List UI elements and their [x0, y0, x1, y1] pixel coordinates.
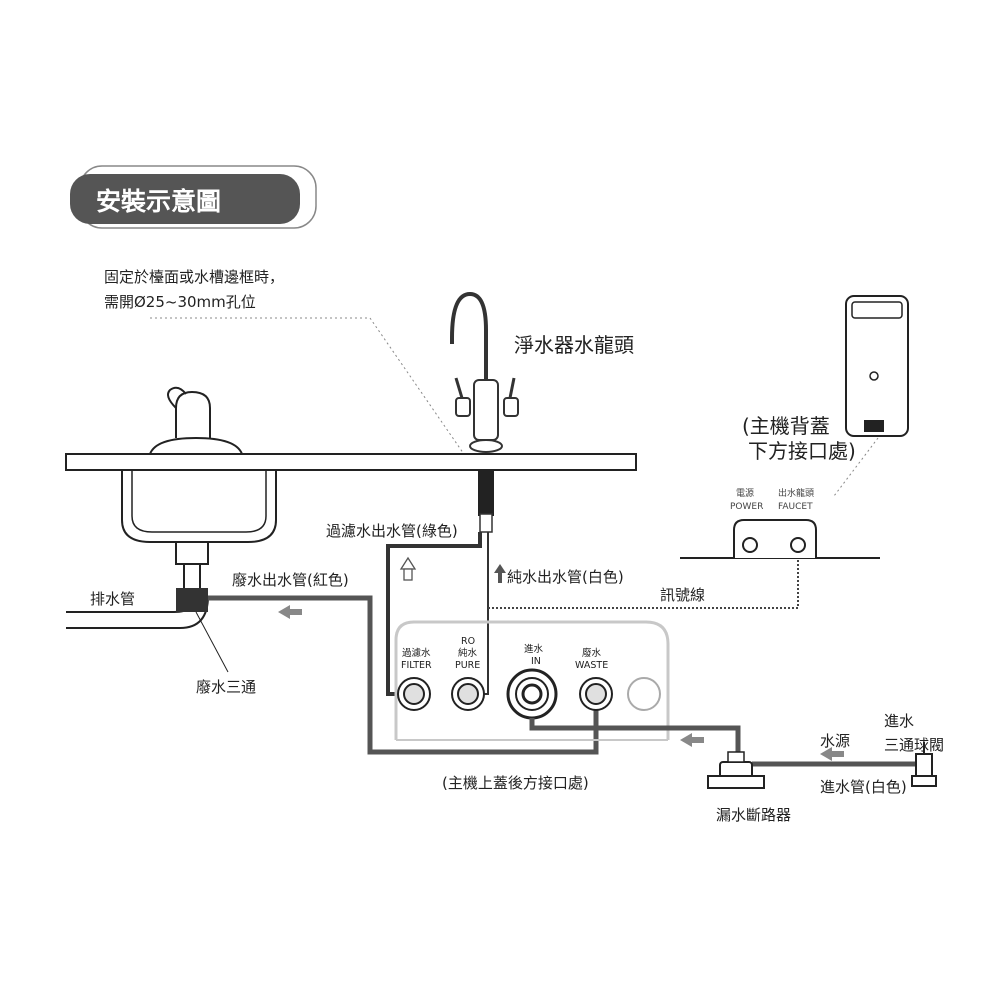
signal-line: [488, 548, 799, 609]
purifier-faucet: [450, 291, 519, 453]
main-unit-illustration: [845, 295, 909, 437]
filter-flow-arrow: [399, 556, 417, 581]
port-filter-en: FILTER: [401, 660, 432, 671]
port-in-en: IN: [531, 656, 541, 667]
page-title: 安裝示意圖: [96, 187, 221, 216]
top-cover-note: (主機上蓋後方接口處): [442, 774, 589, 792]
inlet-flow-arrow-2: [820, 747, 844, 761]
mounting-note-line1: 固定於檯面或水槽邊框時，: [104, 268, 284, 286]
port-filter-connector: [397, 677, 431, 711]
mounting-note-line2: 需開Ø25~30mm孔位: [104, 293, 256, 311]
port-extra-connector: [627, 677, 661, 711]
title-badge: 安裝示意圖: [70, 165, 317, 229]
faucet-label: 淨水器水龍頭: [514, 333, 634, 357]
port-housing: [394, 620, 670, 740]
faucet-shank: [478, 470, 494, 516]
filter-pipe-label: 過濾水出水管(綠色): [326, 522, 458, 540]
main-unit-back-panel: [680, 519, 880, 559]
port-filter-zh: 過濾水: [402, 647, 431, 659]
port-in-connector: [506, 668, 558, 720]
port-waste-en: WASTE: [575, 660, 608, 671]
back-cover-note-line2: 下方接口處): [748, 439, 856, 463]
waste-flow-arrow: [278, 605, 302, 619]
back-cover-leader: [833, 437, 879, 497]
port-pure-en: PURE: [455, 660, 480, 671]
sink-basin: [121, 470, 277, 591]
ball-valve-label-line2: 三通球閥: [884, 736, 944, 754]
port-waste-zh: 廢水: [582, 647, 602, 659]
power-port-zh: 電源: [736, 488, 754, 499]
waste-tee-label: 廢水三通: [196, 678, 256, 696]
sink-faucet: [148, 386, 244, 455]
port-waste-connector: [579, 677, 613, 711]
waste-tee: [176, 588, 208, 612]
waste-pipe: [208, 595, 599, 755]
port-pure-ro: RO: [461, 636, 475, 647]
ball-valve-label-line1: 進水: [884, 712, 914, 730]
countertop: [65, 453, 637, 471]
signal-line-label: 訊號線: [660, 586, 705, 604]
inlet-pipe-label: 進水管(白色): [820, 778, 907, 796]
water-source-label: 水源: [820, 732, 850, 750]
inlet-ball-valve: [911, 742, 937, 787]
port-in-zh: 進水: [524, 643, 544, 655]
inlet-flow-arrow-1: [680, 733, 704, 747]
port-pure-connector: [451, 677, 485, 711]
back-cover-note-line1: (主機背蓋: [742, 414, 830, 438]
note-leader-line: [150, 317, 469, 461]
pure-pipe-label: 純水出水管(白色): [507, 568, 624, 586]
leak-breaker: [707, 751, 765, 789]
port-pure-zh: 純水: [458, 647, 478, 659]
inlet-pipe-to-unit: [529, 718, 741, 760]
waste-pipe-label: 廢水出水管(紅色): [232, 571, 349, 589]
pure-flow-arrow: [494, 564, 506, 583]
waste-tee-leader: [195, 611, 229, 673]
leak-breaker-label: 漏水斷路器: [716, 806, 791, 824]
faucet-port-zh: 出水龍頭: [778, 487, 814, 499]
drain-label: 排水管: [90, 590, 135, 608]
faucet-port-en: FAUCET: [778, 502, 813, 512]
power-port-en: POWER: [730, 502, 763, 512]
